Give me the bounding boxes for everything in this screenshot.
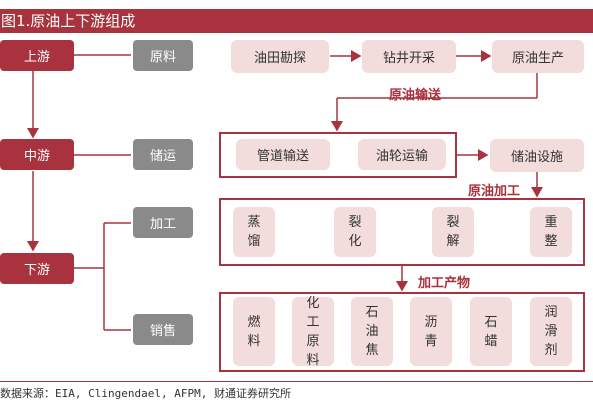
product-box: 化工原料	[292, 296, 334, 368]
processing-step-pyrolysis: 裂解	[432, 207, 474, 257]
footer-divider	[0, 381, 593, 382]
crude-transport-label: 原油输送	[389, 88, 442, 103]
product-box: 石蜡	[470, 297, 512, 366]
upstream-box: 上游	[0, 40, 74, 71]
product-char: 蜡	[484, 333, 498, 349]
product-char: 石	[365, 305, 379, 320]
source-note: 数据来源：EIA, Clingendael, AFPM, 财通证券研究所	[0, 387, 291, 400]
processing-step-reforming: 重整	[530, 207, 572, 257]
products-frame	[219, 292, 585, 372]
processing-step-label: 裂化	[348, 213, 361, 251]
pipeline-box: 管道输送	[236, 139, 330, 170]
processing-step-distillation: 蒸馏	[233, 207, 275, 257]
product-char: 料	[306, 352, 320, 368]
product-char: 工	[306, 314, 320, 330]
tanker-box: 油轮运输	[358, 139, 446, 170]
processing-step-char: 裂	[348, 215, 362, 230]
drilling-extraction-box: 钻井开采	[362, 40, 456, 73]
processing-step-char: 化	[348, 234, 362, 249]
product-box: 沥青	[410, 297, 452, 366]
crude-production-box: 原油生产	[492, 40, 584, 73]
processing-step-char: 蒸	[247, 215, 261, 230]
processing-step-label: 重整	[544, 213, 557, 251]
processing-box: 加工	[133, 207, 193, 238]
figure-title: 图1.原油上下游组成	[0, 9, 593, 33]
processing-step-cracking: 裂化	[334, 207, 376, 257]
product-char: 石	[484, 314, 498, 330]
processed-products-label: 加工产物	[418, 276, 471, 291]
downstream-box: 下游	[0, 253, 74, 284]
product-char: 滑	[544, 324, 558, 339]
product-box: 燃料	[233, 297, 275, 366]
product-box: 石油焦	[351, 297, 393, 366]
processing-step-char: 解	[446, 234, 460, 249]
product-char: 焦	[365, 343, 379, 358]
processing-step-char: 重	[544, 215, 558, 230]
midstream-box: 中游	[0, 139, 74, 170]
processing-step-char: 整	[544, 234, 558, 249]
processing-step-label: 蒸馏	[247, 213, 260, 251]
product-char: 油	[365, 324, 379, 339]
storage-transport-box: 储运	[133, 139, 193, 170]
product-label: 沥青	[424, 313, 437, 351]
product-char: 剂	[544, 343, 558, 358]
processing-frame	[219, 198, 585, 266]
product-box: 润滑剂	[530, 297, 572, 366]
field-exploration-box: 油田勘探	[231, 40, 329, 73]
processing-step-label: 裂解	[446, 213, 459, 251]
sales-box: 销售	[133, 314, 193, 345]
product-char: 料	[247, 333, 261, 349]
product-char: 化	[306, 295, 320, 311]
crude-processing-label: 原油加工	[468, 184, 521, 199]
product-label: 润滑剂	[544, 303, 557, 360]
product-char: 润	[544, 305, 558, 320]
processing-step-char: 裂	[446, 215, 460, 230]
raw-material-box: 原料	[133, 40, 193, 71]
product-label: 石油焦	[365, 303, 378, 360]
product-char: 青	[424, 333, 438, 349]
product-char: 沥	[424, 314, 438, 330]
product-label: 石蜡	[484, 313, 497, 351]
product-label: 燃料	[247, 313, 260, 351]
product-char: 原	[306, 333, 320, 349]
processing-step-char: 馏	[247, 234, 261, 249]
product-label: 化工原料	[306, 294, 319, 370]
storage-facility-box: 储油设施	[490, 139, 584, 172]
product-char: 燃	[247, 314, 261, 330]
